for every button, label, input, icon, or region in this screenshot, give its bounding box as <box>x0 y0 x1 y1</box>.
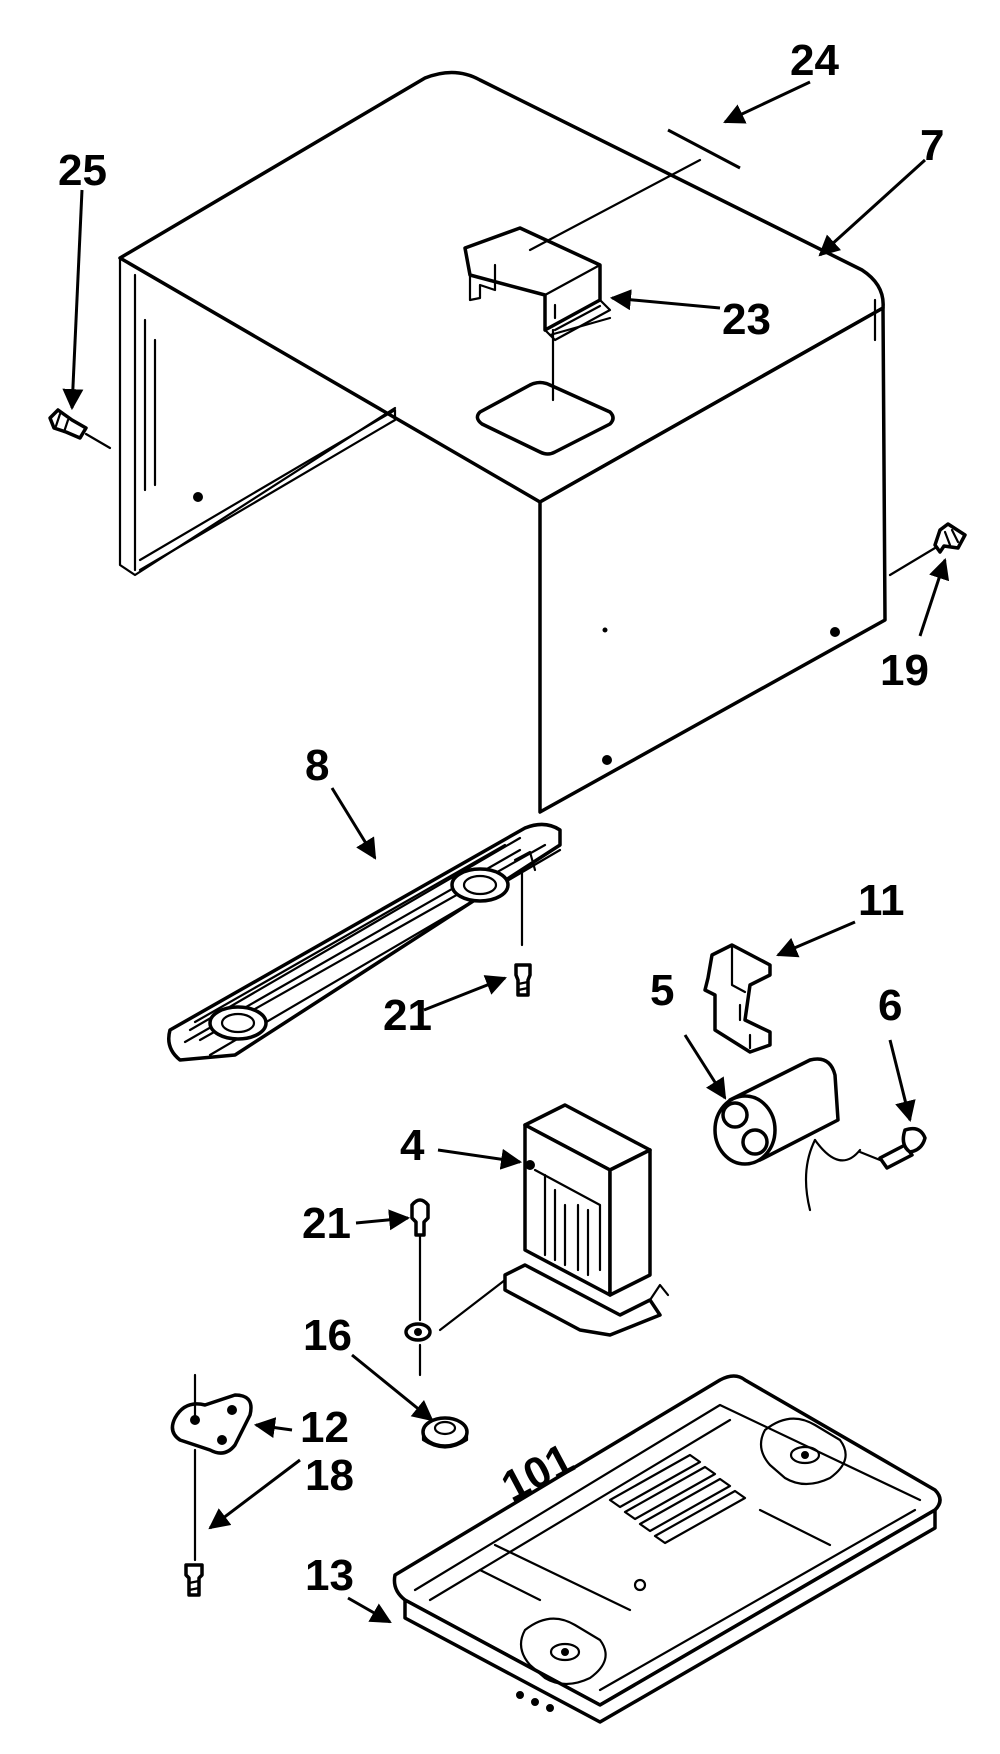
screw-left <box>48 408 112 450</box>
leader-lines <box>62 80 950 1624</box>
callout-12: 12 <box>300 1403 349 1452</box>
screw-18 <box>184 1563 204 1597</box>
callout-25: 25 <box>58 146 107 195</box>
callout-4: 4 <box>400 1121 425 1170</box>
strip-part <box>667 128 741 170</box>
callout-7: 7 <box>920 121 944 170</box>
callout-8: 8 <box>305 741 329 790</box>
capacitor <box>713 1057 862 1212</box>
screw-right <box>888 522 967 577</box>
screw-21-upper <box>514 963 532 997</box>
callout-18: 18 <box>305 1451 354 1500</box>
callout-5: 5 <box>650 966 674 1015</box>
diode-terminal <box>858 1126 927 1170</box>
callout-24: 24 <box>790 36 839 85</box>
callout-11: 11 <box>858 876 905 925</box>
clamp-bracket <box>703 943 772 1054</box>
top-bracket <box>463 226 612 342</box>
callout-19: 19 <box>880 646 929 695</box>
cabinet-wrapper <box>118 70 887 814</box>
long-channel <box>167 822 562 1062</box>
callout-21-lower: 21 <box>302 1199 351 1248</box>
mounting-plate <box>170 1373 253 1562</box>
callout-16: 16 <box>303 1311 352 1360</box>
callout-6: 6 <box>878 981 902 1030</box>
callout-21-upper: 21 <box>383 991 432 1040</box>
base-plate: 101 <box>392 1374 942 1724</box>
callout-23: 23 <box>722 295 771 344</box>
grommet <box>421 1416 469 1449</box>
transformer <box>438 1103 670 1337</box>
callout-labels: 24 25 7 23 19 8 11 21 5 6 4 21 16 12 18 … <box>58 36 944 1600</box>
screw-21-lower <box>404 1198 432 1377</box>
callout-13: 13 <box>305 1551 354 1600</box>
leader-line <box>528 158 702 252</box>
